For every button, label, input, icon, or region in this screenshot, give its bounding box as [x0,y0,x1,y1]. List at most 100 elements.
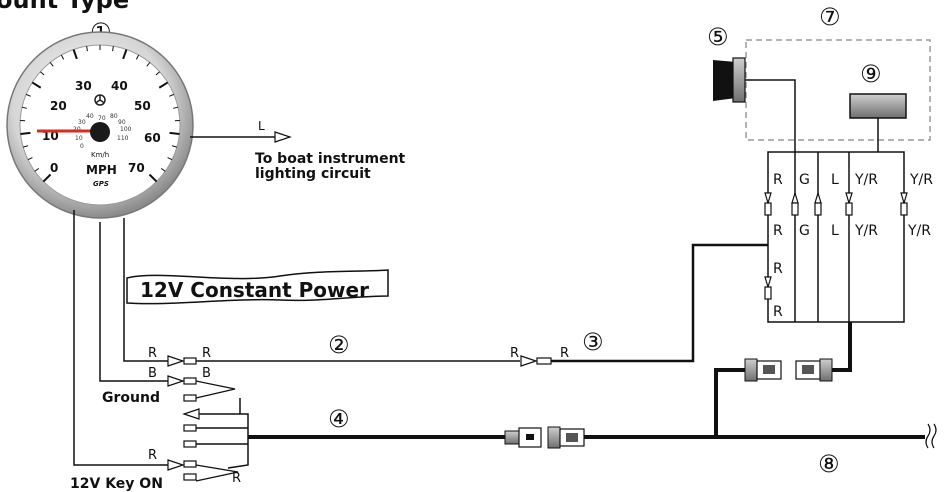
junction-terminals [764,190,908,300]
gauge-tick [112,46,114,52]
mid-splice-connector [520,355,552,367]
wire-letter-r-key: R [148,448,157,463]
steering-wheel-icon [94,94,106,106]
speedometer-gauge: 30 40 20 50 10 60 0 70 40 30 20 10 0 80 … [6,31,194,219]
junction-r-mid: R [773,223,783,239]
lighting-caption-line2: lighting circuit [255,166,371,182]
gauge-tick [72,49,78,60]
junction-l-mid: L [831,223,839,239]
sensor-module-9 [849,93,907,119]
ground-label: Ground [102,390,160,406]
junction-r-top: R [773,172,783,188]
gauge-kmh-label: Km/h [91,151,109,159]
gauge-tick [155,71,160,76]
gauge-mph-50: 50 [134,99,151,113]
gauge-brand: GPS [93,180,109,188]
wire-letter-r-gauge: R [148,346,157,361]
connector-to-box-cable [832,322,852,372]
gauge-tick [20,131,31,135]
gauge-mph-60: 60 [144,131,161,145]
cable-break-icon [925,423,937,449]
gauge-tick [158,81,169,89]
gauge-kmh-100: 110 [117,135,129,142]
constant-power-label: 12V Constant Power [140,278,369,302]
callout-9: ⑨ [860,60,882,88]
gauge-mph-0: 0 [50,161,58,175]
gauge-tick [146,62,151,67]
gauge-kmh-70: 80 [110,113,118,120]
gauge-kmh-30: 30 [78,119,86,126]
callout-4: ④ [328,405,350,433]
gauge-kmh-10: 10 [75,135,83,142]
gauge-tick [22,145,29,148]
gauge-mph-40: 40 [111,79,128,93]
wire-letter-r-mid-left: R [510,346,519,361]
callout-7: ⑦ [819,3,841,31]
gauge-tick [60,54,65,60]
junction-l-top: L [831,172,839,188]
gauge-kmh-0: 0 [80,143,84,150]
junction-yr-mid-1: Y/R [854,223,878,239]
junction-g-mid: G [799,223,810,239]
callout-2: ② [328,331,350,359]
key-on-label: 12V Key ON [70,476,163,492]
gps-antenna-device [713,57,746,103]
junction-yr-top-2: Y/R [909,172,933,188]
wire-letter-r-mid-right: R [560,346,569,361]
gauge-kmh-80: 90 [118,119,126,126]
gauge-tick [27,157,33,161]
gauge-mph-30: 30 [75,79,92,93]
gauge-mph-20: 20 [50,99,67,113]
gauge-tick [40,71,45,76]
gauge-tick [167,157,173,161]
wire-letter-r-key-harness: R [232,471,241,486]
gauge-tick [49,62,54,67]
callout-5: ⑤ [707,23,729,51]
harness-branch [714,368,745,437]
lighting-wire-letter: L [258,119,265,133]
gauge-tick [31,81,42,89]
lighting-wire: L To boat instrument lighting circuit [190,119,406,182]
gauge-kmh-40: 40 [86,113,94,120]
gauge-tick [42,173,52,183]
left-terminal-block [167,355,520,482]
page-title: ount Type [0,0,129,14]
gauge-tick [86,46,88,52]
gauge-hub [90,122,110,142]
gauge-tick [160,167,166,172]
gauge-tick [34,167,40,172]
callout-3: ③ [582,328,604,356]
gauge-kmh-60: 70 [98,115,106,122]
lighting-caption-line1: To boat instrument [255,151,406,167]
gauge-tick [169,131,180,135]
gauge-tick [25,93,31,97]
constant-power-banner: 12V Constant Power [126,269,389,305]
gauge-ticks [20,45,180,183]
gauge-tick [122,49,128,60]
wire-letter-b-harness: B [202,366,211,381]
device-5-wire [745,79,796,322]
junction-wiring [767,151,905,323]
gauge-unit-label: MPH [86,163,117,177]
junction-r-lower: R [773,261,783,277]
gauge-tick [169,93,175,97]
junction-yr-top-1: Y/R [854,172,878,188]
gauge-leads [73,210,168,466]
wire-letter-b-gauge: B [148,366,157,381]
gauge-tick [135,54,140,60]
gauge-tick [171,145,178,148]
gauge-tick [148,173,158,183]
junction-yr-mid-2: Y/R [907,223,931,239]
right-connector-pair [744,358,833,382]
junction-r-bottom: R [773,304,783,320]
gauge-kmh-90: 100 [120,126,132,133]
junction-g-top: G [799,172,810,188]
harness-connector-plug [504,426,585,449]
wire-letter-r-harness: R [202,346,211,361]
gauge-tick [173,106,179,109]
sensor-group-box [745,39,931,141]
power-wire-to-box [551,243,768,363]
callout-8: ⑧ [818,450,840,478]
